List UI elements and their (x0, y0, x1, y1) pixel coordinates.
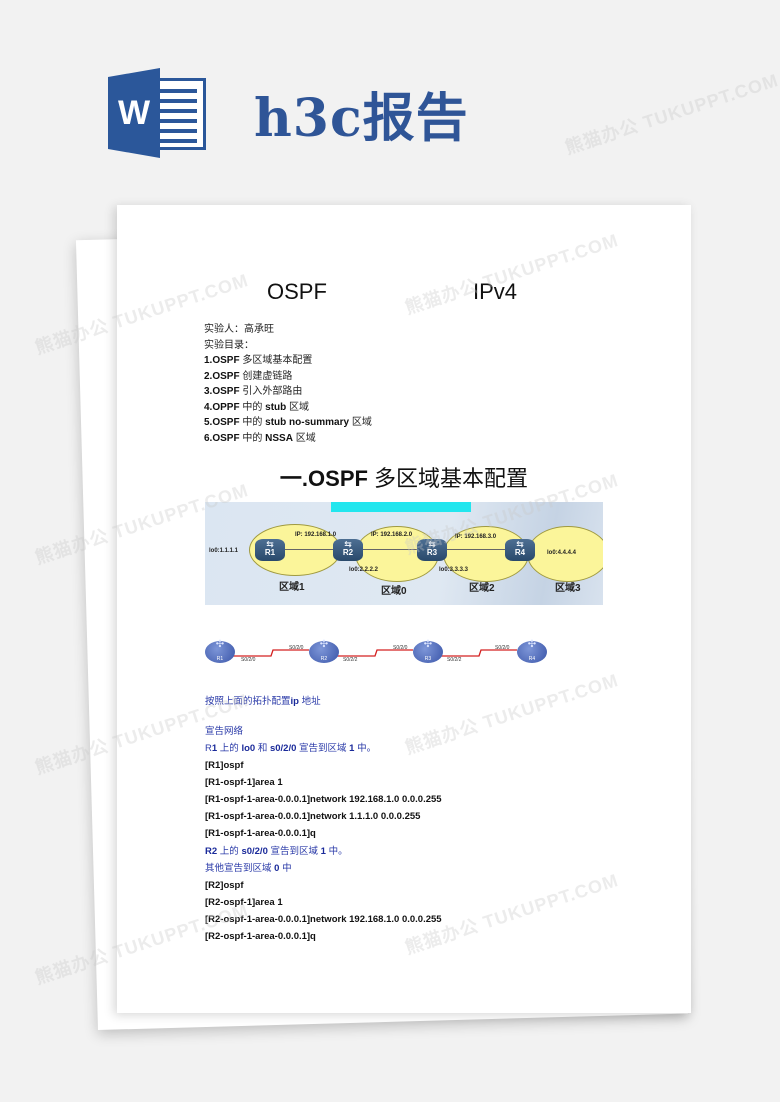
toc-item: 3.OSPF 引入外部路由 (204, 386, 303, 397)
toc-label: 实验目录： (204, 339, 254, 351)
port-label: S0/2/0 (393, 645, 408, 651)
word-cover-letter: W (108, 68, 160, 158)
router-r1: R1 (255, 530, 285, 561)
net-label: IP: 192.168.3.0 (455, 534, 497, 540)
loopback-label: lo0:1.1.1.1 (209, 548, 239, 554)
cli-line: [R1-ospf-1]area 1 (205, 777, 283, 788)
port-label: S0/2/2 (447, 657, 462, 663)
toc-item: 5.OSPF 中的 stub no-summary 区域 (204, 417, 372, 428)
r1-section: 宣告网络 R1 上的 lo0 和 s0/2/0 宣告到区域 1 中。 [R1]o… (205, 723, 442, 842)
loopback-label: lo0:4.4.4.4 (547, 550, 577, 556)
area-label: 区域2 (469, 583, 495, 594)
area-label: 区域1 (279, 582, 305, 593)
cli-line: [R2-ospf-1-area-0.0.0.1]q (205, 931, 316, 942)
toc-item: 1.OSPF 多区域基本配置 (204, 355, 313, 366)
toc-item: 2.OSPF 创建虚链路 (204, 370, 293, 382)
serial-link (441, 649, 517, 657)
serial-router-r4: R4 (517, 634, 547, 663)
heading-ospf: OSPF (267, 279, 327, 304)
net-label: IP: 192.168.1.0 (295, 532, 337, 538)
port-label: S0/2/0 (289, 645, 304, 651)
document-page: OSPF IPv4 实验人：高承旺 实验目录： 1.OSPF 多区域基本配置 2… (117, 205, 691, 1013)
r2-note: R2 上的 s0/2/0 宣告到区域 1 中。 (205, 846, 348, 857)
cli-line: [R2]ospf (205, 880, 244, 891)
area3-ellipse (527, 526, 603, 582)
cli-line: [R1]ospf (205, 760, 244, 771)
area-topology-diagram: R1 R2 R3 R4 IP: 192.168.1.0 IP: 192.168.… (205, 502, 603, 605)
port-label: S0/2/2 (343, 657, 358, 663)
backbone-link (269, 549, 517, 550)
document-title: h3c报告 (254, 87, 469, 149)
net-label: IP: 192.168.2.0 (371, 532, 413, 538)
serial-router-r2: R2 (309, 634, 339, 663)
header: W h3c报告 (108, 68, 469, 158)
cli-line: [R1-ospf-1-area-0.0.0.1]network 1.1.1.0 … (205, 811, 421, 822)
area-label: 区域3 (555, 583, 581, 594)
cli-line: [R2-ospf-1]area 1 (205, 897, 283, 908)
serial-router-r1: R1 (205, 634, 235, 663)
port-label: S0/2/0 (495, 645, 510, 651)
router-r3: R3 (417, 530, 447, 561)
router-r4: R4 (505, 530, 535, 561)
serial-router-r3: R3 (413, 634, 443, 663)
port-label: S0/2/0 (241, 657, 256, 663)
serial-link (337, 649, 413, 657)
watermark: 熊猫办公 TUKUPPT.COM (562, 69, 780, 158)
toc-item: 6.OSPF 中的 NSSA 区域 (204, 432, 316, 444)
experiment-meta: 实验人：高承旺 实验目录： 1.OSPF 多区域基本配置 2.OSPF 创建虚链… (204, 322, 372, 446)
section-title: 一.OSPF 多区域基本配置 (279, 466, 529, 491)
loopback-label: lo0:2.2.2.2 (349, 567, 379, 573)
experimenter: 实验人：高承旺 (204, 324, 274, 335)
r1-note: R1 上的 lo0 和 s0/2/0 宣告到区域 1 中。 (205, 743, 377, 754)
word-icon: W (108, 68, 208, 158)
serial-topology-diagram: R1 R2 R3 R4 S0/2/0 S0/2/0 S0/2/2 S0/2/0 … (205, 634, 555, 669)
announce-heading: 宣告网络 (205, 726, 244, 737)
heading-ipv4: IPv4 (473, 279, 518, 304)
loopback-label: lo0:3.3.3.3 (439, 567, 469, 573)
diagram-banner (331, 502, 471, 512)
serial-link (233, 649, 309, 657)
configure-ip-note: 按照上面的拓扑配置ip 地址 (205, 696, 321, 707)
cli-line: [R2-ospf-1-area-0.0.0.1]network 192.168.… (205, 914, 442, 925)
r2-section: R2 上的 s0/2/0 宣告到区域 1 中。 其他宣告到区域 0 中 [R2]… (205, 843, 442, 945)
router-r2: R2 (333, 530, 363, 561)
toc-item: 4.OPPF 中的 stub 区域 (204, 401, 310, 413)
area-label: 区域0 (381, 586, 407, 597)
cli-line: [R1-ospf-1-area-0.0.0.1]network 192.168.… (205, 794, 442, 805)
r2-note-2: 其他宣告到区域 0 中 (205, 863, 292, 874)
cli-line: [R1-ospf-1-area-0.0.0.1]q (205, 828, 316, 839)
